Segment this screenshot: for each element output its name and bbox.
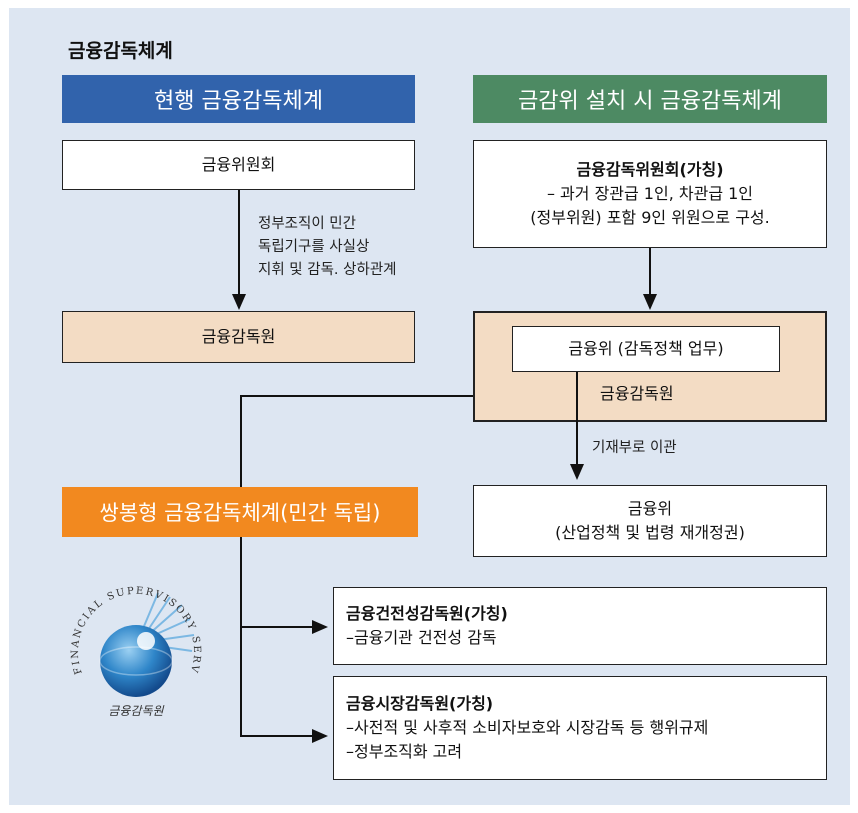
header-proposed-system: 금감위 설치 시 금융감독체계 (473, 75, 827, 123)
fss-logo: FINANCIAL SUPERVISORY SERVICE 금융감독원 (62, 575, 200, 718)
fsc-label: 금융위원회 (201, 155, 276, 174)
header-twin-peaks: 쌍봉형 금융감독체계(민간 독립) (62, 487, 418, 537)
connector-line (240, 395, 242, 487)
header-proposed-label: 금감위 설치 시 금융감독체계 (518, 89, 782, 114)
fsc-moved-title: 금융위 (627, 499, 673, 518)
relationship-note-line-1: 정부조직이 민간 (258, 216, 356, 232)
header-twin-peaks-label: 쌍봉형 금융감독체계(민간 독립) (99, 501, 381, 525)
connector-line (240, 735, 316, 737)
fsc-moved-desc: (산업정책 및 법령 재개정권) (555, 523, 745, 542)
fss-box: 금융감독원 (62, 311, 415, 363)
fss-proposed-label: 금융감독원 (600, 384, 674, 403)
header-current-label: 현행 금융감독체계 (154, 89, 323, 114)
arrow-down-icon (643, 294, 657, 310)
relationship-note: 정부조직이 민간 독립기구를 사실상 지휘 및 감독. 상하관계 (258, 213, 428, 282)
market-box: 금융시장감독원(가칭) –사전적 및 사후적 소비자보호와 시장감독 등 행위규… (333, 676, 827, 780)
fsc-box: 금융위원회 (62, 140, 415, 190)
header-current-system: 현행 금융감독체계 (62, 75, 415, 123)
commission-title: 금융감독위원회(가칭) (576, 160, 724, 179)
arrow-right-icon (312, 729, 328, 743)
connector-line (649, 248, 651, 298)
commission-desc-line-1: – 과거 장관급 1인, 차관급 1인 (546, 184, 754, 203)
transfer-note: 기재부로 이관 (592, 440, 677, 456)
page-title: 금융감독체계 (68, 40, 173, 62)
connector-line (240, 626, 316, 628)
prudential-box: 금융건전성감독원(가칭) –금융기관 건전성 감독 (333, 587, 827, 665)
arrow-down-icon (570, 464, 584, 480)
market-item: –정부조직화 고려 (346, 742, 463, 761)
commission-box: 금융감독위원회(가칭) – 과거 장관급 1인, 차관급 1인 (정부위원) 포… (473, 140, 827, 248)
fsc-inner-box: 금융위 (감독정책 업무) (512, 326, 780, 372)
market-item: –사전적 및 사후적 소비자보호와 시장감독 등 행위규제 (346, 718, 709, 737)
relationship-note-line-2: 독립기구를 사실상 (258, 239, 370, 255)
fsc-inner-label: 금융위 (감독정책 업무) (568, 339, 724, 358)
logo-korean-text: 금융감독원 (108, 704, 164, 718)
market-title: 금융시장감독원(가칭) (346, 694, 494, 713)
connector-line (238, 190, 240, 300)
prudential-item: –금융기관 건전성 감독 (346, 628, 497, 647)
relationship-note-line-3: 지휘 및 감독. 상하관계 (258, 262, 397, 278)
fss-label: 금융감독원 (201, 327, 276, 346)
connector-line (240, 537, 242, 736)
arrow-down-icon (232, 294, 246, 310)
connector-line (576, 372, 578, 468)
arrow-right-icon (312, 620, 328, 634)
commission-desc-line-2: (정부위원) 포함 9인 위원으로 구성. (530, 208, 770, 227)
fsc-moved-box: 금융위 (산업정책 및 법령 재개정권) (473, 485, 827, 557)
prudential-title: 금융건전성감독원(가칭) (346, 604, 508, 623)
connector-line (240, 395, 473, 397)
